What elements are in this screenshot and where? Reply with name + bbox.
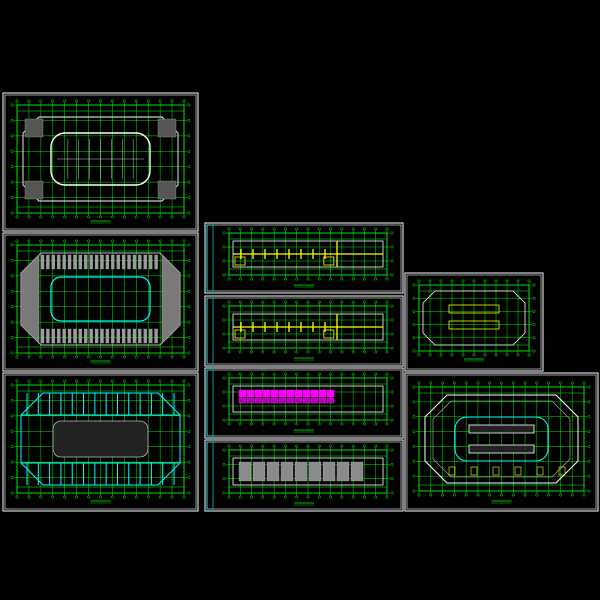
sheets-layer (2, 92, 599, 512)
sheet-1 (2, 92, 199, 232)
sheet-5 (204, 295, 404, 367)
sheet-3 (2, 372, 199, 512)
sheet-8 (404, 272, 544, 372)
sheet-6 (204, 367, 404, 439)
sheet-4 (204, 222, 404, 294)
sheet-9 (404, 372, 599, 512)
sheet-7 (204, 439, 404, 512)
sheet-2 (2, 232, 199, 372)
